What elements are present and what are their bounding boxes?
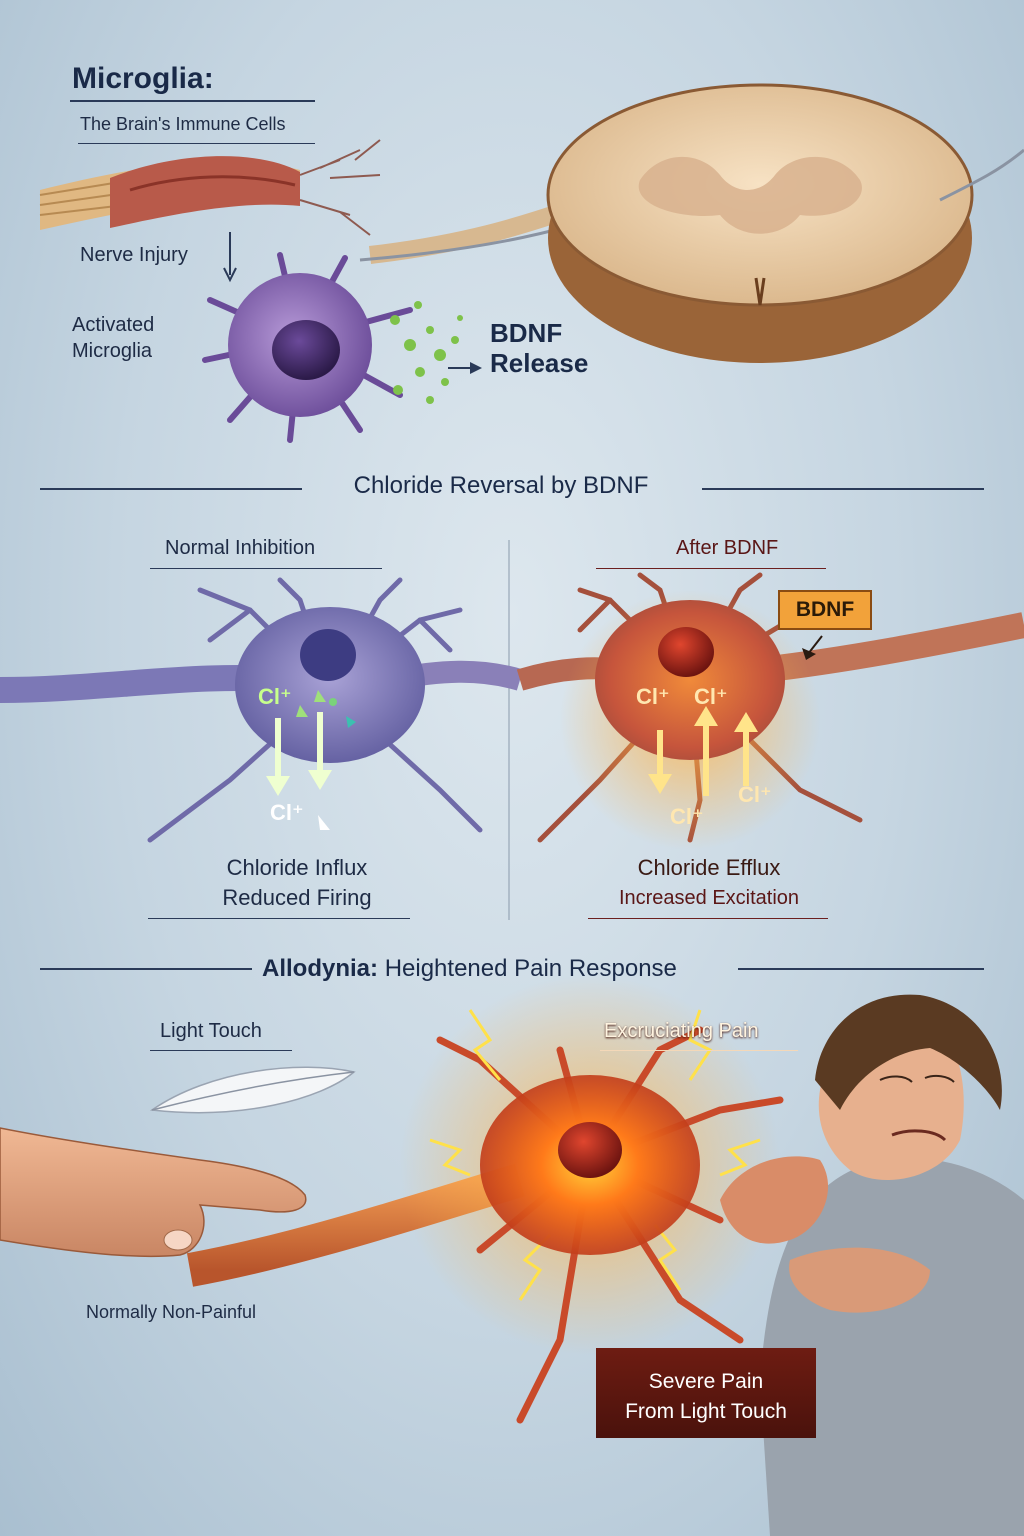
nerve-injury-label: Nerve Injury bbox=[80, 244, 188, 266]
section3-rule-right bbox=[738, 968, 984, 970]
normally-non-painful-label: Normally Non-Painful bbox=[86, 1302, 257, 1322]
section3-rule-left bbox=[40, 968, 252, 970]
section-title-chloride: Chloride Reversal by BDNF bbox=[353, 472, 649, 499]
right-caption-underline bbox=[588, 918, 828, 919]
allodynia-term: Allodynia: bbox=[262, 955, 379, 982]
light-touch-underline bbox=[150, 1050, 292, 1051]
section-title-allodynia: Allodynia: Heightened Pain Response bbox=[262, 955, 677, 983]
influx-arrows bbox=[266, 712, 332, 796]
bdnf-neuron bbox=[516, 572, 1024, 850]
reduced-firing-caption: Reduced Firing bbox=[222, 885, 372, 910]
touching-hand bbox=[0, 1127, 307, 1258]
chloride-efflux-caption: Chloride Efflux bbox=[637, 855, 781, 880]
chloride-ion-bottom: Cl⁺ bbox=[270, 800, 304, 825]
title-underline bbox=[70, 100, 315, 102]
pain-neuron bbox=[186, 975, 784, 1424]
subtitle-underline bbox=[78, 143, 315, 144]
activated-label-line2: Microglia bbox=[72, 340, 153, 362]
excruciating-pain-label: Excruciating Pain bbox=[604, 1020, 759, 1042]
chloride-ion-3: Cl⁺ bbox=[670, 804, 704, 829]
page-title: Microglia: bbox=[72, 62, 214, 95]
person-in-pain bbox=[720, 994, 1024, 1536]
section-rule-left bbox=[40, 488, 302, 490]
bdnf-label: BDNF bbox=[490, 318, 563, 348]
after-bdnf-title: After BDNF bbox=[676, 537, 779, 559]
injury-arrow bbox=[223, 232, 237, 283]
severe-pain-line1: Severe Pain bbox=[648, 1370, 764, 1393]
injured-nerve-fiber bbox=[39, 139, 381, 236]
release-label: Release bbox=[490, 348, 589, 378]
feather-icon bbox=[149, 1066, 356, 1114]
efflux-arrows bbox=[648, 706, 758, 796]
page-subtitle: The Brain's Immune Cells bbox=[80, 114, 286, 134]
activated-microglia-cell bbox=[202, 252, 463, 443]
bdnf-release-arrow bbox=[448, 362, 482, 374]
spinal-cord-cross-section bbox=[359, 83, 1024, 363]
light-touch-label: Light Touch bbox=[160, 1020, 262, 1042]
normal-inhibition-underline bbox=[150, 568, 382, 569]
normal-neuron bbox=[0, 577, 524, 843]
normal-inhibition-title: Normal Inhibition bbox=[165, 537, 316, 559]
chloride-influx-caption: Chloride Influx bbox=[226, 855, 368, 880]
after-bdnf-underline bbox=[596, 568, 826, 569]
severe-pain-line2: From Light Touch bbox=[625, 1400, 787, 1423]
bdnf-badge: BDNF bbox=[778, 590, 872, 630]
left-caption-underline bbox=[148, 918, 410, 919]
excruciating-underline bbox=[600, 1050, 798, 1051]
chloride-ion-2: Cl⁺ bbox=[694, 684, 728, 709]
chloride-ion-4: Cl⁺ bbox=[738, 782, 772, 807]
severe-pain-box bbox=[596, 1348, 816, 1438]
section-rule-right bbox=[702, 488, 984, 490]
chloride-ion-1: Cl⁺ bbox=[636, 684, 670, 709]
activated-label-line1: Activated bbox=[72, 314, 155, 336]
chloride-ion-top: Cl⁺ bbox=[258, 684, 292, 709]
increased-excitation-caption: Increased Excitation bbox=[618, 887, 800, 909]
cursor-arrow-icon bbox=[318, 815, 330, 830]
allodynia-description: Heightened Pain Response bbox=[384, 955, 677, 982]
